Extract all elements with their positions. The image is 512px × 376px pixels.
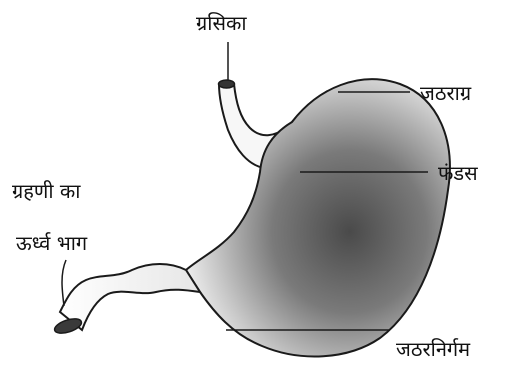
duodenum-opening	[53, 316, 83, 336]
label-pylorus: जठरनिर्गम	[396, 337, 471, 361]
label-esophagus: ग्रसिका	[196, 11, 247, 35]
label-duodenum-line2: ऊर्ध्व भाग	[16, 231, 88, 255]
label-fundus: फंडस	[438, 161, 478, 185]
label-duodenum-line1: ग्रहणी का	[12, 179, 81, 203]
leader-line-duodenum	[62, 260, 66, 306]
esophagus-opening	[219, 80, 235, 88]
label-cardia: जठराग्र	[420, 81, 472, 105]
